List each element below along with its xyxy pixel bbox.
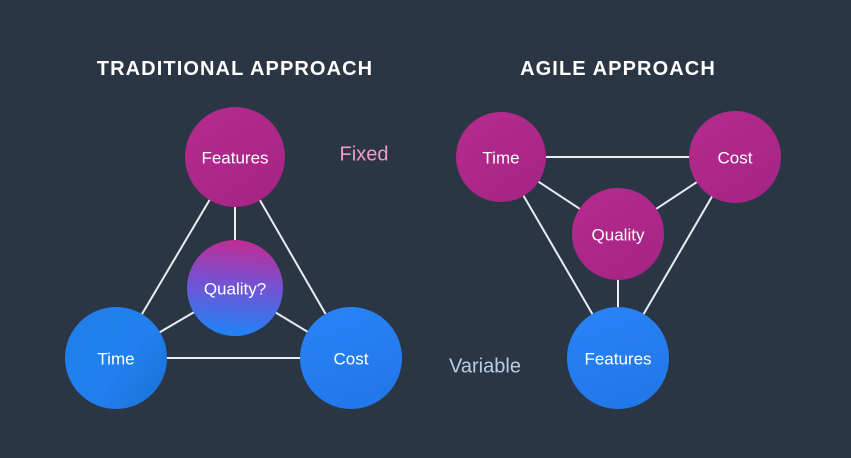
node-label-cost: Cost: [334, 350, 369, 369]
edge-agile-cost-features: [642, 194, 714, 316]
edge-traditional-features-time: [140, 198, 212, 316]
node-label-features: Features: [201, 149, 268, 168]
node-traditional-features[interactable]: Features: [185, 107, 285, 207]
node-label-quality: Quality: [592, 226, 645, 245]
node-circle-quality[interactable]: [187, 240, 283, 336]
node-circle-time[interactable]: [456, 112, 546, 202]
edge-traditional-quality-time: [158, 310, 196, 334]
edge-agile-time-features: [522, 194, 594, 316]
node-traditional-quality[interactable]: Quality?: [187, 240, 283, 336]
edge-traditional-quality-cost: [274, 311, 310, 334]
node-traditional-cost[interactable]: Cost: [300, 307, 402, 409]
node-circle-features[interactable]: [185, 107, 285, 207]
edge-agile-cost-quality: [654, 180, 699, 211]
node-agile-quality[interactable]: Quality: [572, 188, 664, 280]
edges-layer: [140, 156, 714, 359]
panel-title-traditional: TRADITIONAL APPROACH: [96, 58, 374, 80]
label-variable: Variable: [449, 355, 521, 378]
edge-agile-time-quality: [536, 180, 582, 211]
node-agile-cost[interactable]: Cost: [689, 111, 781, 203]
node-label-cost: Cost: [718, 149, 753, 168]
node-agile-features[interactable]: Features: [567, 307, 669, 409]
panel-title-agile: AGILE APPROACH: [520, 58, 716, 80]
node-label-time: Time: [97, 350, 134, 369]
edge-traditional-features-cost: [258, 198, 328, 316]
node-circle-quality[interactable]: [572, 188, 664, 280]
node-circle-time[interactable]: [65, 307, 167, 409]
node-label-quality: Quality?: [204, 280, 266, 299]
node-traditional-time[interactable]: Time: [65, 307, 167, 409]
node-label-time: Time: [482, 149, 519, 168]
node-label-features: Features: [584, 350, 651, 369]
label-fixed: Fixed: [339, 143, 389, 166]
node-circle-cost[interactable]: [689, 111, 781, 203]
node-circle-features[interactable]: [567, 307, 669, 409]
node-circle-cost[interactable]: [300, 307, 402, 409]
node-agile-time[interactable]: Time: [456, 112, 546, 202]
